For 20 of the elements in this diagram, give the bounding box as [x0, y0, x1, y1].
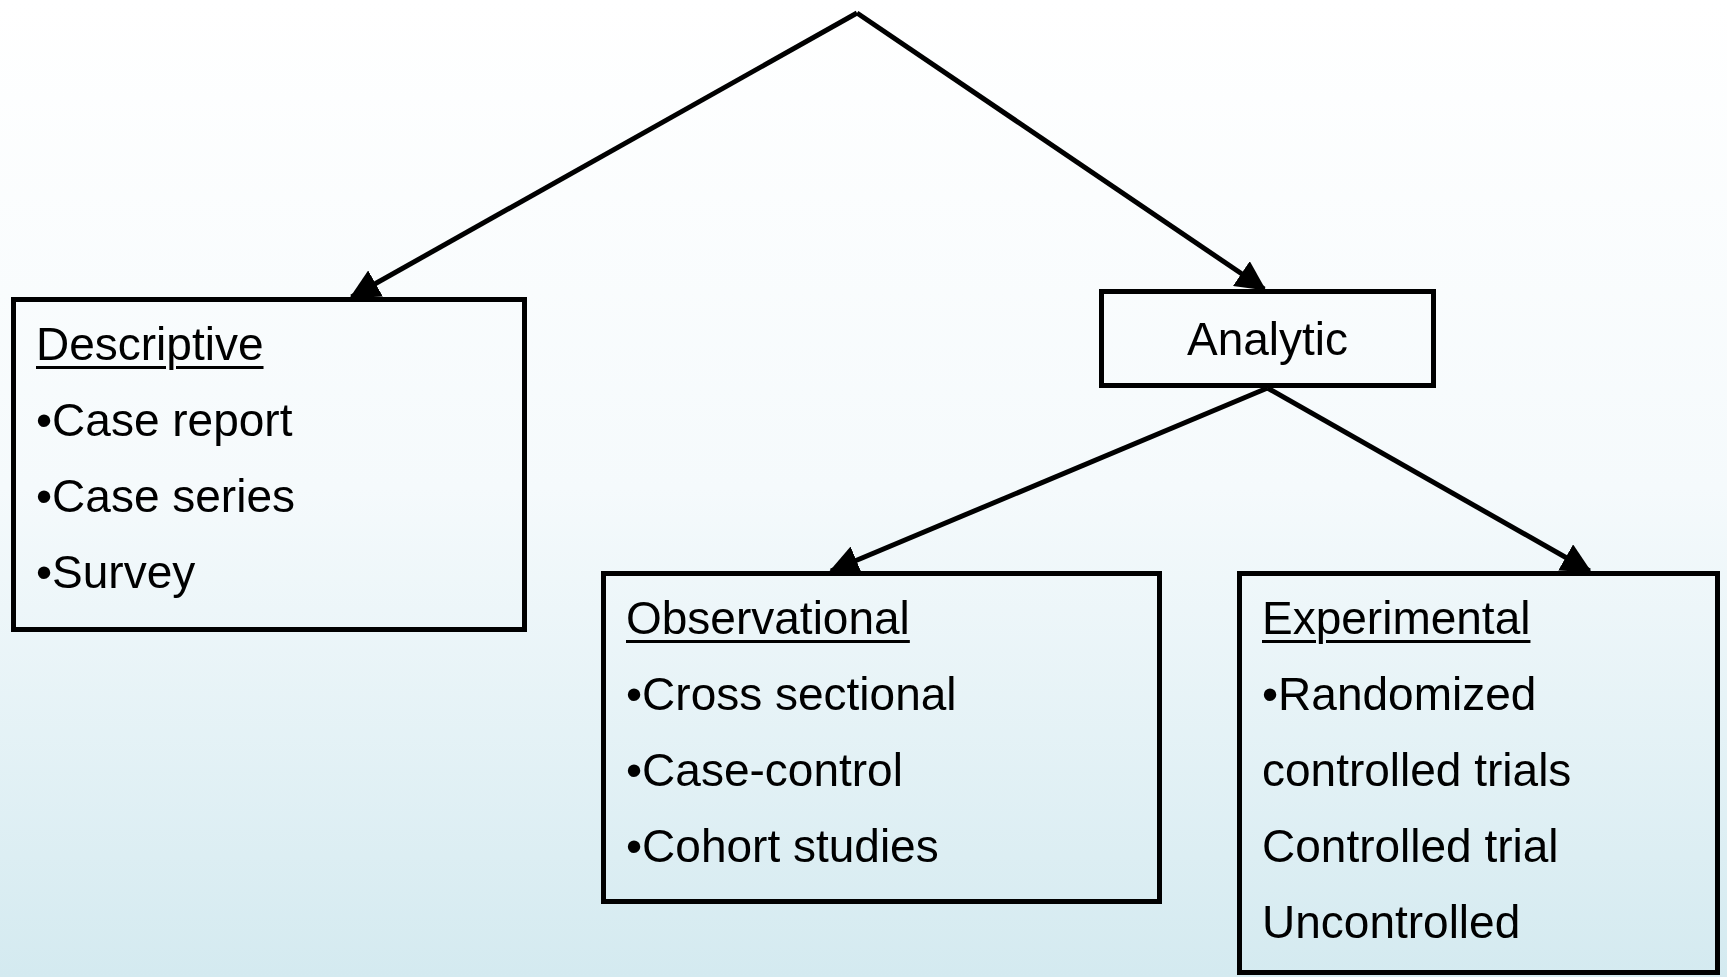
category-box	[11, 297, 527, 632]
list-item: Controlled trial	[1262, 819, 1559, 874]
arrow	[1266, 385, 1592, 574]
list-item: Uncontrolled	[1262, 895, 1521, 950]
heading: Descriptive	[36, 317, 264, 372]
list-item: •Survey	[36, 545, 196, 600]
heading: Observational	[626, 591, 910, 646]
heading: Experimental	[1262, 591, 1531, 646]
list-item: •Cross sectional	[626, 667, 957, 722]
arrow	[855, 10, 1267, 292]
arrow	[349, 10, 859, 300]
list-item: •Case series	[36, 469, 295, 524]
box-title: Analytic	[1186, 311, 1349, 367]
list-item: •Case report	[36, 393, 293, 448]
list-item: •Randomized controlled trials	[1262, 667, 1573, 798]
list-item: •Case-control	[626, 743, 903, 798]
category-box	[601, 571, 1162, 904]
category-box	[1099, 289, 1436, 388]
list-item: •Cohort studies	[626, 819, 939, 874]
category-box	[1237, 571, 1720, 975]
